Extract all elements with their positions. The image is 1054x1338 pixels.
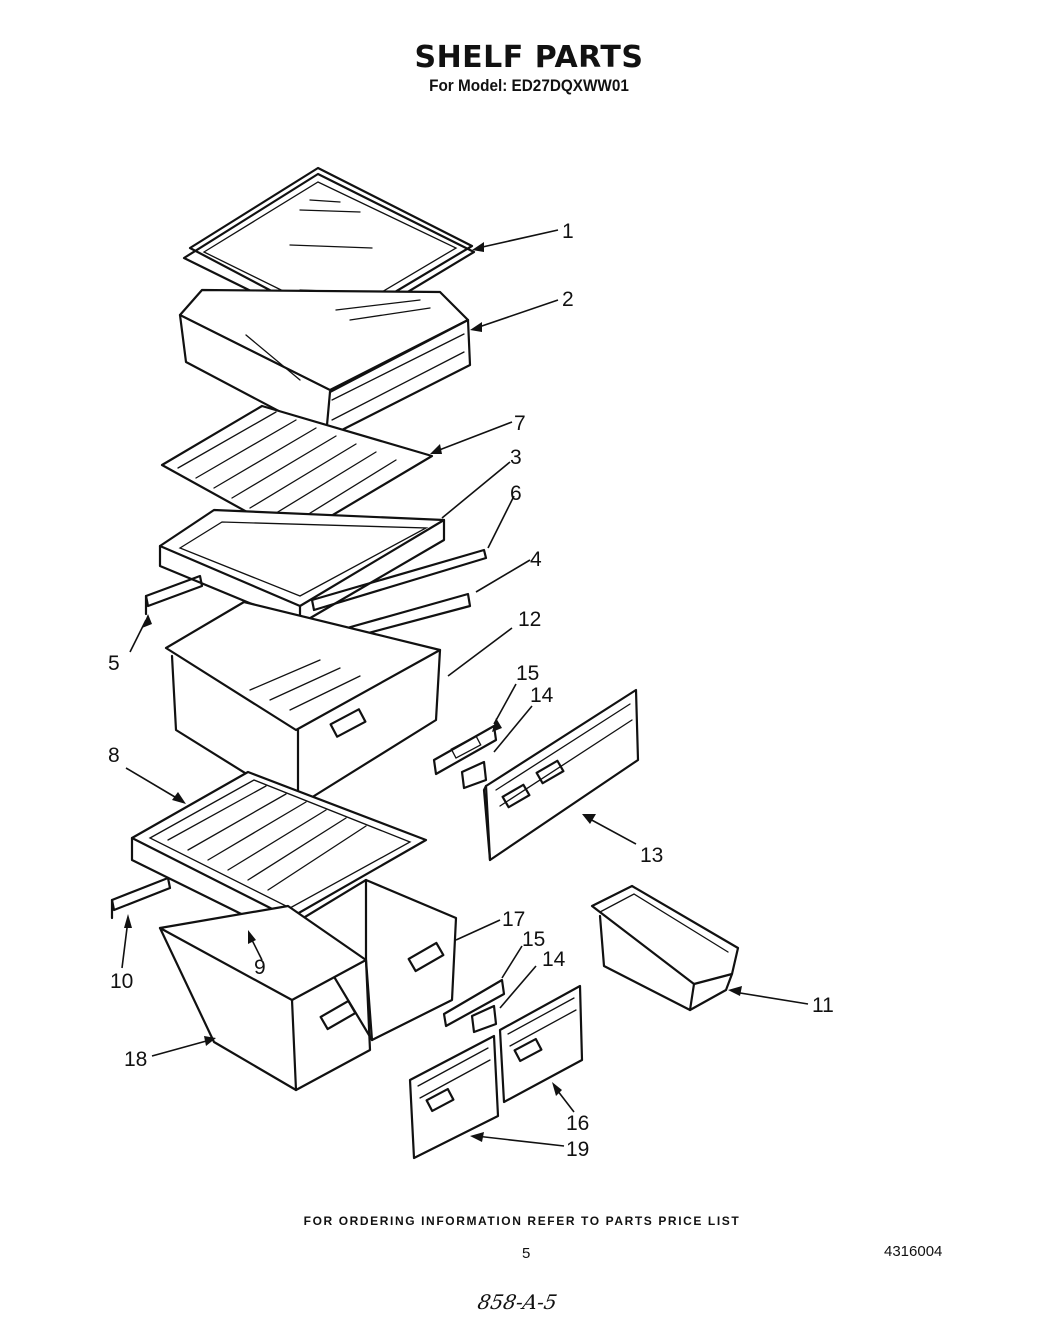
callout-5: 5 bbox=[108, 652, 120, 675]
part-3-crisper-frame bbox=[158, 508, 446, 626]
part-2-pan bbox=[178, 288, 472, 438]
document-number: 4316004 bbox=[884, 1243, 943, 1260]
callout-19: 19 bbox=[566, 1138, 589, 1161]
callout-8: 8 bbox=[108, 744, 120, 767]
callout-10: 10 bbox=[110, 970, 133, 993]
callout-15-lower: 15 bbox=[522, 928, 545, 951]
part-15-slide-upper bbox=[432, 724, 498, 776]
part-14-clip-lower bbox=[470, 1004, 498, 1034]
part-15-slide-lower bbox=[442, 978, 506, 1028]
part-13-drawer-front bbox=[482, 688, 640, 862]
part-14-clip-upper bbox=[460, 760, 488, 790]
leader-lines bbox=[121, 229, 809, 1147]
callout-7: 7 bbox=[514, 412, 526, 435]
callout-17: 17 bbox=[502, 908, 525, 931]
callout-1: 1 bbox=[562, 220, 574, 243]
part-6-rail bbox=[310, 548, 488, 612]
callout-labels: 1 2 7 3 6 4 5 12 15 14 8 13 17 15 14 10 … bbox=[108, 220, 834, 1161]
callout-4: 4 bbox=[530, 548, 542, 571]
model-subtitle: For Model: ED27DQXWW01 bbox=[429, 76, 629, 95]
part-19-drawer-front bbox=[408, 1034, 500, 1160]
callout-16: 16 bbox=[566, 1112, 589, 1135]
part-12-crisper-drawer bbox=[164, 600, 442, 808]
callout-12: 12 bbox=[518, 608, 541, 631]
part-8-lower-shelf bbox=[130, 770, 428, 940]
callout-18: 18 bbox=[124, 1048, 147, 1071]
callout-14-lower: 14 bbox=[542, 948, 566, 971]
part-18-drawer-left bbox=[158, 904, 372, 1092]
callout-9: 9 bbox=[254, 956, 266, 979]
part-5-rail bbox=[144, 574, 204, 616]
part-10-rail bbox=[110, 876, 172, 920]
callout-2: 2 bbox=[562, 288, 574, 311]
callout-14-upper: 14 bbox=[530, 684, 554, 707]
callout-6: 6 bbox=[510, 482, 522, 505]
ordering-note: FOR ORDERING INFORMATION REFER TO PARTS … bbox=[303, 1214, 741, 1228]
handwritten-note: 858-A-5 bbox=[475, 1290, 559, 1314]
page-number: 5 bbox=[522, 1245, 531, 1262]
callout-13: 13 bbox=[640, 844, 663, 867]
page-title: SHELF PARTS bbox=[414, 40, 644, 75]
part-11-door-bin bbox=[590, 884, 740, 1012]
callout-15-upper: 15 bbox=[516, 662, 539, 685]
part-16-drawer-front bbox=[498, 984, 584, 1104]
callout-3: 3 bbox=[510, 446, 522, 469]
callout-11: 11 bbox=[812, 994, 834, 1017]
